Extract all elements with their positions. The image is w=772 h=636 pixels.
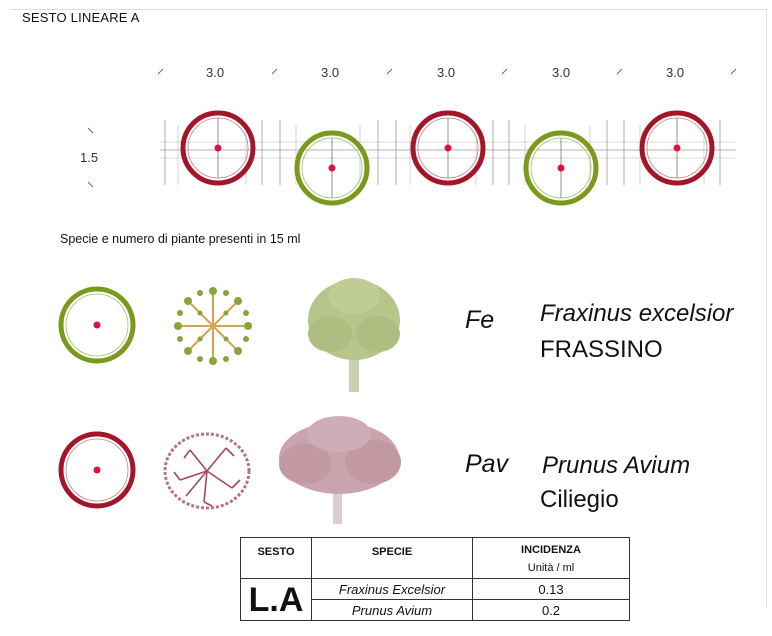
table-row: Prunus Avium 0.2 [241,599,630,621]
fe-latin-name: Fraxinus excelsior [540,300,734,327]
pav-abbreviation: Pav [465,450,509,478]
species-caption: Specie e numero di piante presenti in 15… [60,232,301,246]
row-incidence: 0.2 [472,599,630,621]
spacing-label-1: 3.0 [206,65,225,80]
fe-plan-symbol [58,286,136,364]
row-incidence: 0.13 [472,578,630,600]
row-spacing-label: 1.5 [80,150,99,165]
tree-fe-1 [294,130,370,206]
right-border [766,9,767,609]
row-species: Prunus Avium [311,599,473,621]
pav-elevation-tree-icon [279,416,401,524]
header-unit: Unità / ml [472,558,630,579]
sesto-code: L.A [240,578,312,621]
table-row: L.A Fraxinus Excelsior 0.13 [240,578,630,621]
tree-fe-2 [523,130,599,206]
spacing-label-5: 3.0 [666,65,685,80]
fe-abbreviation: Fe [465,306,495,334]
tree-pav-2 [410,110,486,186]
fe-elevation-tree-icon [308,278,400,392]
spacing-label-2: 3.0 [321,65,340,80]
top-border [10,9,768,10]
dimension-ticks [87,68,737,188]
spacing-label-4: 3.0 [552,65,571,80]
pav-plan-symbol [58,431,136,509]
planting-layout-diagram [87,68,737,206]
fe-canopy-plan-icon [174,287,252,365]
incidence-table: SESTO SPECIE INCIDENZA Unità / ml L.A Fr… [240,537,630,621]
tree-pav-1 [180,110,256,186]
table-header-row: SESTO SPECIE INCIDENZA [240,537,630,579]
pav-common-name: Ciliegio [540,486,619,513]
header-specie: SPECIE [311,537,473,579]
spacing-label-3: 3.0 [437,65,456,80]
header-incidenza: INCIDENZA [472,537,630,558]
page-title: SESTO LINEARE A [22,10,140,25]
tree-pav-3 [639,110,715,186]
pav-latin-name: Prunus Avium [542,452,691,479]
row-species: Fraxinus Excelsior [311,578,473,600]
pav-canopy-plan-icon [163,432,251,510]
header-sesto: SESTO [240,537,312,579]
fe-common-name: FRASSINO [540,336,663,363]
